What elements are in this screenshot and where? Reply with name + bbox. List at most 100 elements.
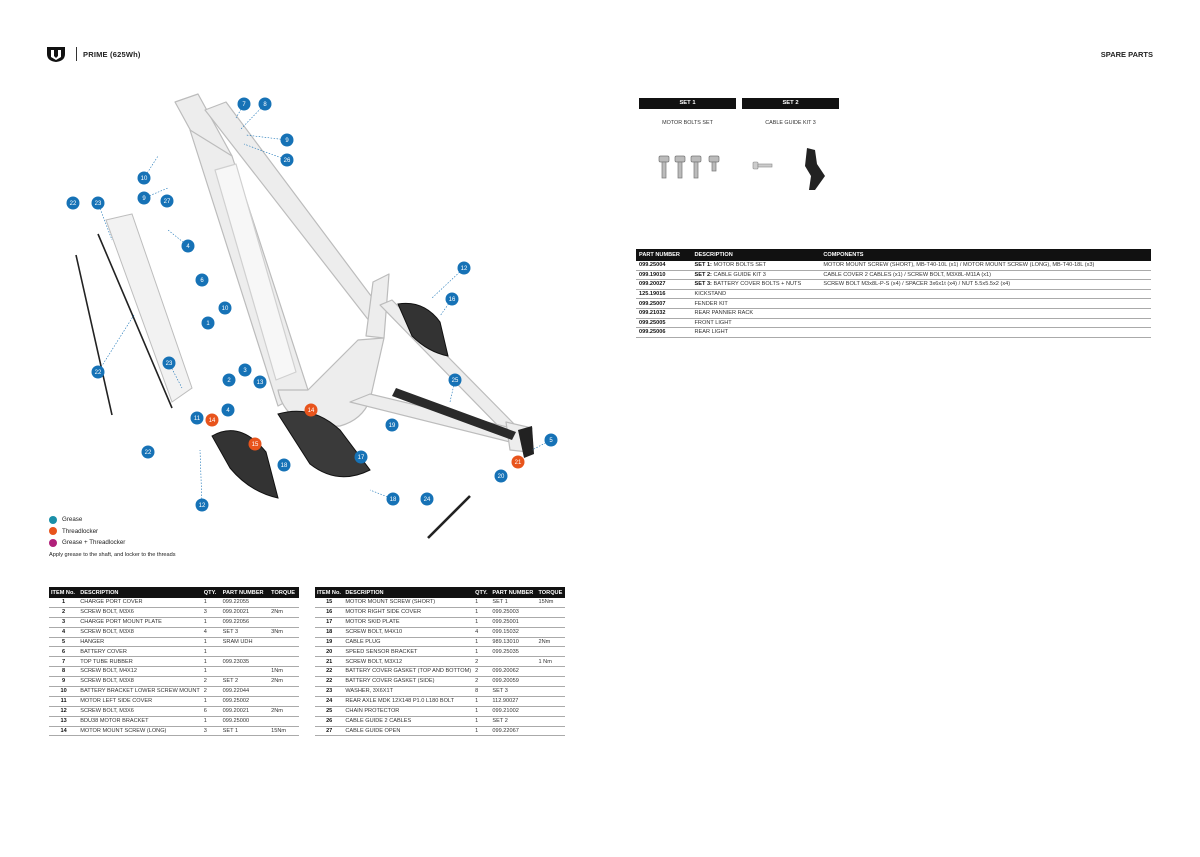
column-header: PART NUMBER — [636, 249, 692, 261]
table-cell: 19 — [315, 637, 344, 648]
table-cell — [269, 637, 299, 648]
hanger-part — [518, 426, 534, 458]
table-cell: BATTERY BRACKET LOWER SCREW MOUNT — [78, 686, 202, 697]
description-cell: KICKSTAND — [691, 289, 821, 300]
description-cell: SET 3: BATTERY COVER BOLTS + NUTS — [691, 279, 821, 290]
table-cell: 9 — [49, 676, 79, 688]
assembly-note: Apply grease to the shaft, and locker to… — [49, 552, 176, 558]
svg-text:18: 18 — [390, 497, 397, 503]
components-cell — [820, 308, 1151, 319]
svg-text:23: 23 — [95, 201, 102, 207]
table-cell: SCREW BOLT, M3X6 — [78, 706, 202, 717]
table-cell: 27 — [315, 726, 344, 737]
table-cell: CABLE GUIDE OPEN — [343, 726, 474, 737]
table-cell: 15Nm — [269, 726, 299, 737]
svg-text:12: 12 — [461, 266, 468, 272]
svg-text:15: 15 — [252, 442, 259, 448]
table-cell: 099.25002 — [220, 696, 270, 707]
callout-12: 12 — [195, 498, 209, 512]
svg-text:22: 22 — [70, 201, 77, 207]
table-cell: BATTERY COVER GASKET (SIDE) — [343, 676, 474, 688]
description-cell: FENDER KIT — [691, 298, 821, 309]
table-cell: 2 — [49, 607, 79, 618]
table-cell: WASHER, 3X6X1T — [343, 686, 474, 697]
motor-skid-plate-part — [277, 410, 371, 478]
callout-19: 19 — [385, 418, 399, 432]
table-cell: MOTOR RIGHT SIDE COVER — [343, 607, 474, 618]
column-header: PART NUMBER — [220, 587, 270, 598]
callout-9: 9 — [137, 191, 151, 205]
motor-left-cover-part — [211, 430, 279, 499]
table-cell: 2Nm — [536, 637, 565, 648]
motor-right-cover-part — [397, 302, 449, 357]
set-1-header: SET 1 — [639, 98, 736, 109]
table-cell: 22 — [315, 666, 344, 678]
callout-18: 18 — [386, 492, 400, 506]
callout-27: 27 — [160, 194, 174, 208]
table-cell: 7 — [49, 656, 79, 668]
table-cell: 2 — [201, 686, 221, 697]
table-cell: 1 — [201, 696, 221, 707]
callout-4: 4 — [221, 403, 235, 417]
table-cell: 1Nm — [269, 666, 299, 678]
callout-23: 23 — [91, 196, 105, 210]
svg-text:16: 16 — [449, 297, 456, 303]
table-cell: CABLE PLUG — [343, 637, 474, 648]
table-cell: TOP TUBE RUBBER — [78, 656, 202, 668]
components-cell: SCREW BOLT M3x8L-P-S (x4) / SPACER 3x6x1… — [820, 279, 1151, 290]
table-cell: 099.25000 — [220, 716, 270, 727]
table-cell: 6 — [201, 706, 221, 717]
table-cell — [536, 607, 565, 618]
column-header: QTY. — [473, 587, 491, 598]
part-number-cell: 099.20027 — [636, 279, 692, 290]
part-number-cell: 099.25005 — [636, 318, 692, 329]
description-cell: FRONT LIGHT — [691, 318, 821, 329]
column-header: DESCRIPTION — [343, 587, 474, 598]
cable-guide-kit-image — [752, 148, 825, 190]
svg-text:27: 27 — [164, 199, 171, 205]
callout-22: 22 — [141, 445, 155, 459]
callout-17: 17 — [354, 450, 368, 464]
part-number-cell: 099.25004 — [636, 261, 692, 271]
components-cell: MOTOR MOUNT SCREW (SHORT), MB-T40-10L (x… — [820, 261, 1151, 271]
table-cell: MOTOR SKID PLATE — [343, 617, 474, 628]
table-cell: 099.20062 — [490, 666, 537, 678]
table-cell: 099.22044 — [220, 686, 270, 697]
callout-21: 21 — [511, 455, 525, 469]
battery-cover-part — [105, 213, 193, 403]
table-cell: 1 — [473, 646, 491, 658]
battery-gasket-right — [97, 233, 173, 409]
table-cell: SRAM UDH — [220, 637, 270, 648]
motor-bolts-image — [658, 155, 720, 179]
table-cell: SET 3 — [490, 686, 537, 697]
callout-22: 22 — [91, 365, 105, 379]
table-cell — [269, 686, 299, 697]
svg-text:1: 1 — [206, 321, 210, 327]
legend-item-grease: Grease — [49, 514, 125, 526]
table-cell — [269, 646, 299, 658]
callout-25: 25 — [448, 373, 462, 387]
components-cell — [820, 298, 1151, 309]
table-cell: BATTERY COVER GASKET (TOP AND BOTTOM) — [343, 666, 474, 678]
svg-text:23: 23 — [166, 361, 173, 367]
table-cell: 1 — [201, 598, 221, 608]
grease-dot — [49, 515, 57, 524]
callout-9: 9 — [280, 133, 294, 147]
legend-item-grease-threadlocker: Grease + Threadlocker — [49, 537, 125, 549]
table-cell — [536, 646, 565, 658]
callout-10: 10 — [137, 171, 151, 185]
table-cell — [269, 617, 299, 628]
